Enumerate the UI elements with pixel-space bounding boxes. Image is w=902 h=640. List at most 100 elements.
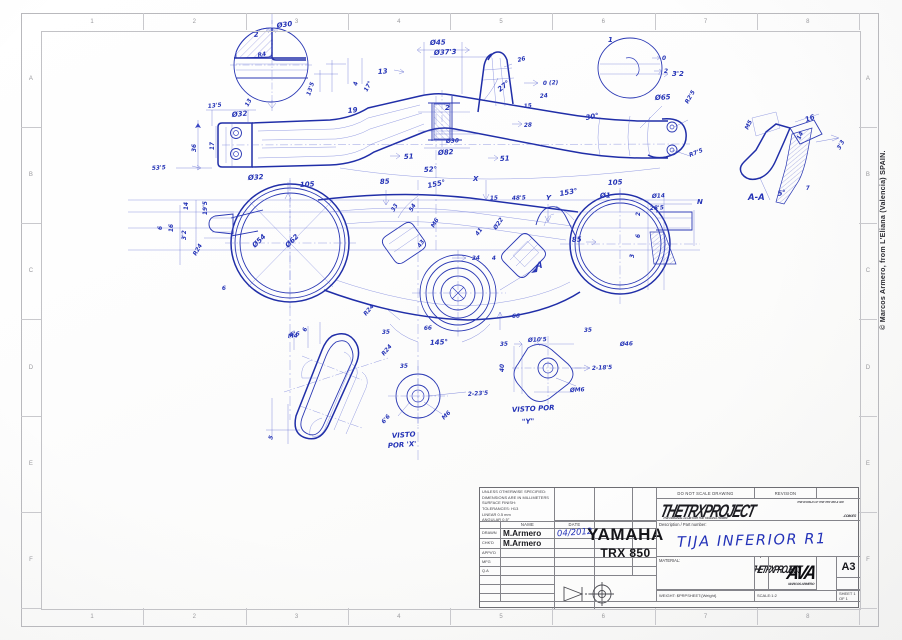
svg-text:Ø30: Ø30 (445, 137, 459, 145)
zone-marker-top-3: 3 (246, 13, 349, 30)
zone-marker-bot-3: 3 (246, 608, 349, 625)
sheet-cell: SHEET 1 OF 1 (836, 590, 860, 601)
svg-text:VISTO: VISTO (392, 430, 416, 440)
zone-marker-bot-6: 6 (552, 608, 656, 625)
svg-text:85: 85 (572, 235, 582, 244)
ava-logo-cell (760, 557, 761, 558)
proj-symbol-divider2 (594, 575, 595, 609)
scale-cell: SCALE:1:2 (754, 590, 836, 601)
zone-marker-bot-7: 7 (655, 608, 758, 625)
role-chkd: CHK'D (480, 539, 500, 549)
zone-marker-right-C: C (859, 223, 877, 321)
date-chkd-cell (554, 538, 594, 549)
sig-col-4-header (632, 521, 656, 529)
svg-text:5: 5 (268, 435, 275, 441)
zone-marker-left-F: F (21, 512, 41, 609)
spec-line-5: ANGULAR 0.5° (482, 517, 510, 523)
svg-text:Ø37'3: Ø37'3 (433, 48, 457, 57)
svg-text:6'6: 6'6 (381, 414, 392, 425)
sig-col-3-header (594, 521, 632, 529)
material-cell: MATERIAL: (656, 557, 754, 590)
svg-text:13: 13 (244, 98, 253, 108)
svg-text:105: 105 (300, 180, 315, 189)
svg-text:35: 35 (584, 328, 592, 334)
svg-text:33: 33 (391, 203, 400, 213)
do-not-scale-cell: DO NOT SCALE DRAWING (656, 488, 754, 499)
svg-text:6'6: 6'6 (290, 331, 300, 338)
weight-label: WEIGHT: $PRPSHEET:{Weight} (659, 593, 717, 599)
svg-text:Y: Y (546, 194, 552, 202)
name-header (480, 521, 500, 529)
svg-text:Ø10'5: Ø10'5 (527, 336, 547, 344)
svg-text:0 (2): 0 (2) (543, 80, 559, 87)
svg-text:40: 40 (500, 364, 506, 372)
spec-cell-3 (594, 488, 632, 521)
svg-text:3'2: 3'2 (182, 230, 188, 240)
svg-text:24: 24 (540, 93, 549, 100)
svg-text:53'5: 53'5 (152, 165, 166, 172)
svg-text:155°: 155° (427, 178, 446, 190)
qa-col-3 (594, 566, 632, 576)
name-mfg-cell (500, 557, 554, 567)
name-chkd-value: M.Armero (503, 538, 542, 548)
svg-text:15: 15 (490, 196, 498, 202)
svg-text:M4: M4 (288, 333, 298, 340)
spec-notes: UNLESS OTHERWISE SPECIFIED: DIMENSIONS A… (480, 488, 554, 523)
zone-marker-left-B: B (21, 127, 41, 225)
scale-label: SCALE:1:2 (757, 593, 777, 599)
name-chkd-cell: M.Armero (500, 538, 554, 549)
zone-marker-bot-8: 8 (757, 608, 860, 625)
svg-text:Ø45: Ø45 (429, 38, 446, 47)
svg-text:N: N (697, 198, 703, 206)
svg-text:16: 16 (804, 113, 816, 124)
svg-text:VISTO POR: VISTO POR (512, 404, 555, 414)
drawn-col-4 (632, 528, 656, 539)
role-drawn: DRAWN (480, 529, 500, 539)
zone-marker-left-D: D (21, 320, 41, 417)
copyright-notice: © Marcos Armero, from L'Eliana (Valencia… (879, 150, 887, 330)
date-qa-cell (554, 566, 594, 576)
svg-text:6: 6 (302, 327, 309, 333)
svg-text:2: 2 (445, 104, 450, 112)
sheet-label: SHEET 1 OF 1 (839, 590, 856, 601)
svg-text:ØM6: ØM6 (569, 386, 585, 394)
svg-text:Ø82: Ø82 (437, 148, 454, 157)
svg-text:0: 0 (662, 56, 666, 62)
construction-lines (128, 96, 700, 460)
zone-marker-bot-1: 1 (41, 608, 145, 625)
name-drawn-cell: M.Armero (500, 528, 554, 539)
spec-line-0: UNLESS OTHERWISE SPECIFIED: (482, 489, 547, 494)
date-appvd-cell (554, 548, 594, 558)
view-y: Ø10'5 2-18'5 ØM6 35 40 VISTO POR "Y" (500, 336, 612, 426)
zone-marker-top-1: 1 (41, 13, 145, 30)
proj-symbol-divider (554, 575, 555, 609)
weight-cell: WEIGHT: $PRPSHEET:{Weight} (656, 590, 754, 601)
svg-text:28: 28 (524, 123, 532, 129)
project-logo-tagline: THE WORLD OF THE TRX 850 & 900 (796, 500, 845, 504)
zone-marker-top-7: 7 (655, 13, 758, 30)
role-appvd-label: APPV'D (482, 549, 496, 555)
svg-text:A: A (535, 261, 543, 271)
role-mfg-label: MFG (482, 558, 491, 564)
svg-text:6: 6 (636, 234, 642, 238)
brand-cell: YAMAHA TRX 850 (587, 525, 663, 560)
zone-marker-bot-5: 5 (450, 608, 554, 625)
sheet-size-cell-blank (836, 578, 860, 590)
svg-text:14: 14 (796, 131, 805, 141)
svg-text:3: 3 (630, 254, 636, 258)
svg-text:85: 85 (380, 177, 390, 186)
role-qa-label: Q.A (482, 567, 489, 573)
svg-text:145°: 145° (430, 338, 449, 347)
svg-text:19'5: 19'5 (203, 201, 209, 215)
svg-text:19: 19 (347, 106, 358, 115)
blank-row-1b (500, 575, 554, 585)
zone-marker-right-A: A (859, 31, 877, 129)
zone-marker-top-6: 6 (552, 13, 656, 30)
ava-logo-wrap: AVA MARCOS ARMERO (770, 560, 832, 588)
detail-2-view: Ø30 2 R4 Ø32 13'5 4 (230, 14, 363, 119)
svg-text:66: 66 (512, 314, 520, 320)
zone-marker-right-F: F (859, 512, 877, 609)
svg-text:28'5: 28'5 (650, 205, 664, 212)
svg-text:5°: 5° (777, 189, 787, 198)
